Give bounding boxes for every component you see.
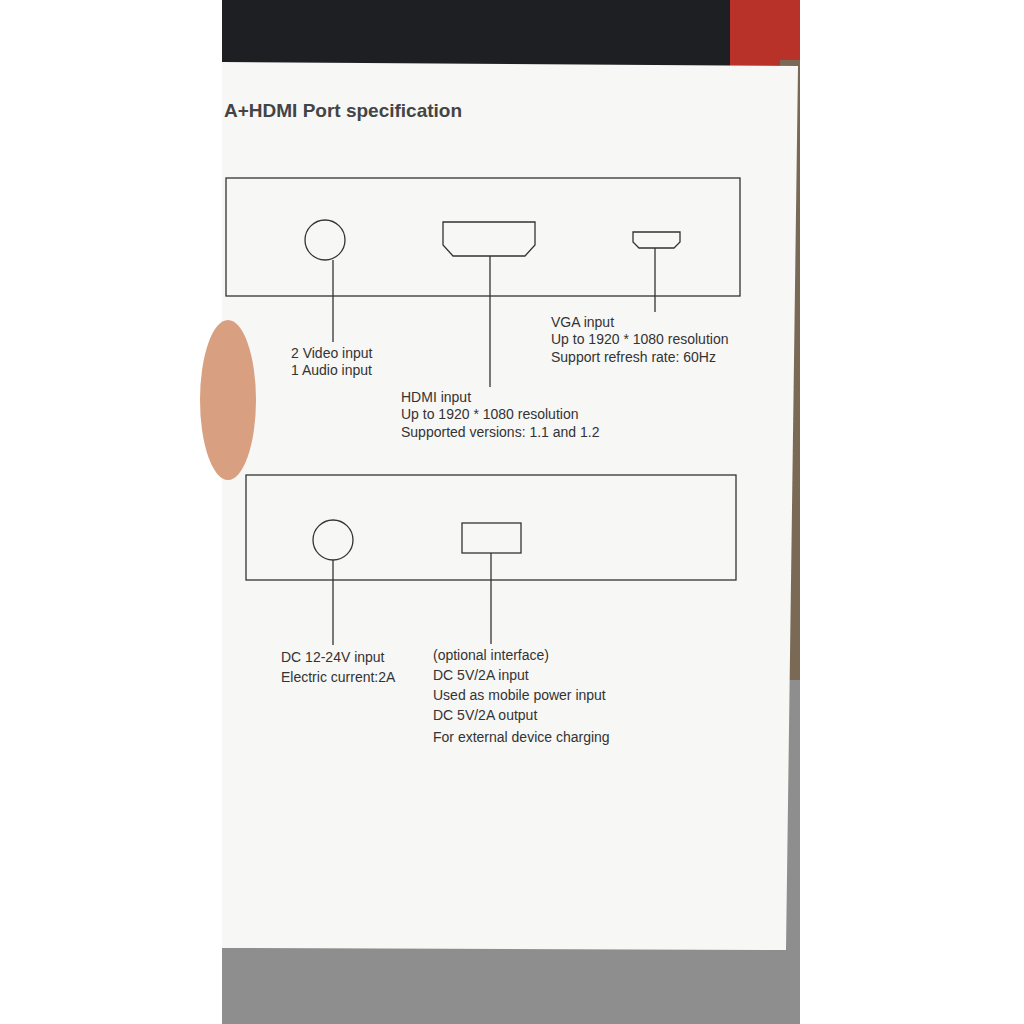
page-title: A+HDMI Port specification xyxy=(224,100,462,122)
port-callout: For external device charging xyxy=(433,729,610,746)
desk xyxy=(222,0,800,1024)
port-callout: HDMI input xyxy=(401,389,471,406)
port-callout: (optional interface) xyxy=(433,647,549,664)
av-jack xyxy=(305,220,345,260)
port-callout: Supported versions: 1.1 and 1.2 xyxy=(401,424,599,441)
red-object xyxy=(730,0,800,66)
port-callout: 2 Video input xyxy=(291,345,372,362)
thumb xyxy=(200,320,256,480)
port-callout: Support refresh rate: 60Hz xyxy=(551,349,716,366)
paper-sheet xyxy=(222,62,798,950)
vga-port xyxy=(633,232,680,248)
port-callout: Electric current:2A xyxy=(281,669,395,686)
leader-line xyxy=(490,553,491,644)
usb-port xyxy=(462,523,521,553)
leader-line xyxy=(489,256,490,387)
panel-outline xyxy=(226,178,740,296)
dc-jack xyxy=(313,520,353,560)
port-callout: Up to 1920 * 1080 resolution xyxy=(551,331,728,348)
leader-line xyxy=(332,260,333,342)
leader-line xyxy=(654,248,655,312)
port-callout: DC 12-24V input xyxy=(281,649,385,666)
port-callout: DC 5V/2A input xyxy=(433,667,529,684)
keyboard xyxy=(222,0,800,66)
leader-line xyxy=(332,560,333,645)
port-callout: VGA input xyxy=(551,314,614,331)
port-callout: DC 5V/2A output xyxy=(433,707,537,724)
port-callout: Used as mobile power input xyxy=(433,687,606,704)
hdmi-port xyxy=(443,222,535,256)
port-callout: 1 Audio input xyxy=(291,362,372,379)
port-callout: Up to 1920 * 1080 resolution xyxy=(401,406,578,423)
